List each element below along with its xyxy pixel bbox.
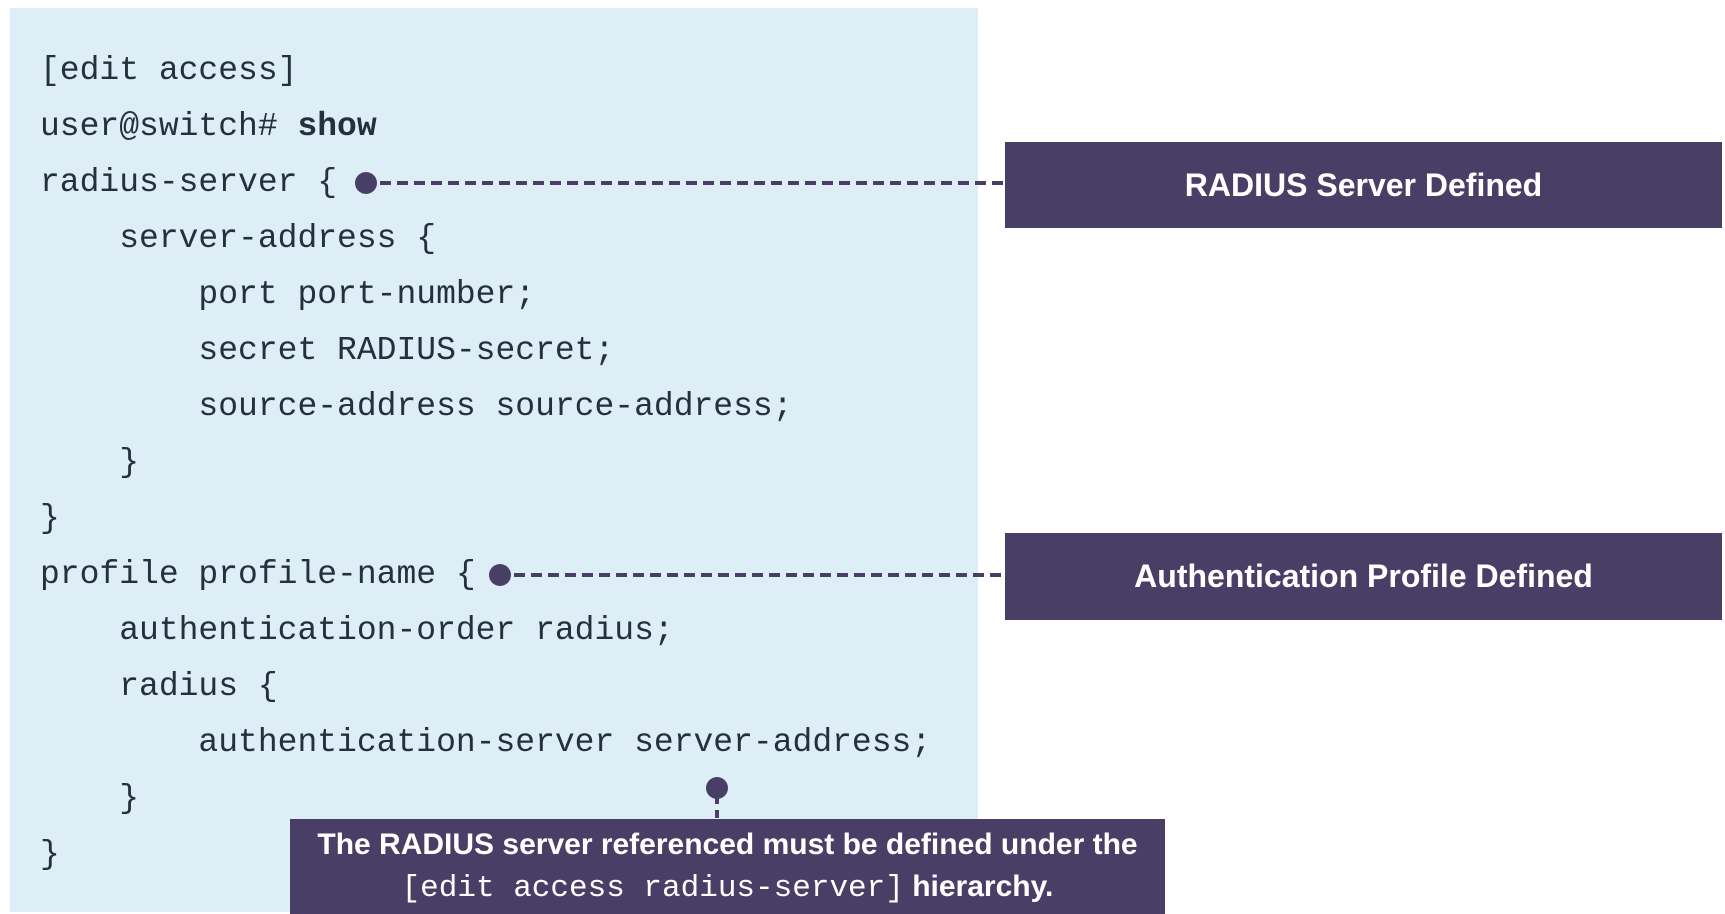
note-suffix: hierarchy. xyxy=(903,870,1054,903)
code-line: } xyxy=(40,435,978,491)
callout-radius-server-defined: RADIUS Server Defined xyxy=(1005,142,1722,228)
code-text-segment: authentication-server server-address; xyxy=(40,724,932,761)
callout-label: RADIUS Server Defined xyxy=(1184,166,1543,203)
note-text: The RADIUS server referenced must be def… xyxy=(317,828,1138,861)
code-line: source-address source-address; xyxy=(40,379,978,435)
code-text-segment: [edit access] xyxy=(40,52,298,89)
note-line-2: [edit access radius-server] hierarchy. xyxy=(402,866,1054,910)
code-line: server-address { xyxy=(40,211,978,267)
callout-auth-profile-defined: Authentication Profile Defined xyxy=(1005,533,1722,620)
code-line: } xyxy=(40,491,978,547)
note-line-1: The RADIUS server referenced must be def… xyxy=(317,824,1137,866)
code-line: user@switch# show xyxy=(40,99,978,155)
note-hierarchy-path: [edit access radius-server] xyxy=(401,871,904,906)
code-text-segment: server-address { xyxy=(40,220,437,257)
code-text-segment: radius { xyxy=(40,668,278,705)
code-line: port port-number; xyxy=(40,267,978,323)
code-text-segment: } xyxy=(40,836,60,873)
code-text-segment: } xyxy=(40,780,140,817)
code-text-segment: } xyxy=(40,444,140,481)
code-line: secret RADIUS-secret; xyxy=(40,323,978,379)
code-text-segment: } xyxy=(40,500,60,537)
code-text-segment: port port-number; xyxy=(40,276,536,313)
code-text-segment: secret RADIUS-secret; xyxy=(40,332,615,369)
code-line: profile profile-name { xyxy=(40,547,978,603)
code-text-segment: source-address source-address; xyxy=(40,388,793,425)
code-line: [edit access] xyxy=(40,43,978,99)
cli-config-text: [edit access] user@switch# show radius-ser… xyxy=(10,8,978,883)
code-line: radius { xyxy=(40,659,978,715)
code-text-segment: authentication-order radius; xyxy=(40,612,674,649)
cli-config-panel: [edit access] user@switch# show radius-ser… xyxy=(10,8,978,912)
code-line: radius-server { xyxy=(40,155,978,211)
code-line: authentication-order radius; xyxy=(40,603,978,659)
code-text-segment: radius-server { xyxy=(40,164,338,201)
code-line: } xyxy=(40,827,978,883)
code-command-bold: show xyxy=(297,108,377,145)
code-line: } xyxy=(40,771,978,827)
callout-note-radius-reference: The RADIUS server referenced must be def… xyxy=(290,819,1165,914)
code-text-segment: user@switch# xyxy=(40,108,298,145)
callout-label: Authentication Profile Defined xyxy=(1134,558,1593,594)
code-line: authentication-server server-address; xyxy=(40,715,978,771)
code-text-segment: profile profile-name { xyxy=(40,556,476,593)
